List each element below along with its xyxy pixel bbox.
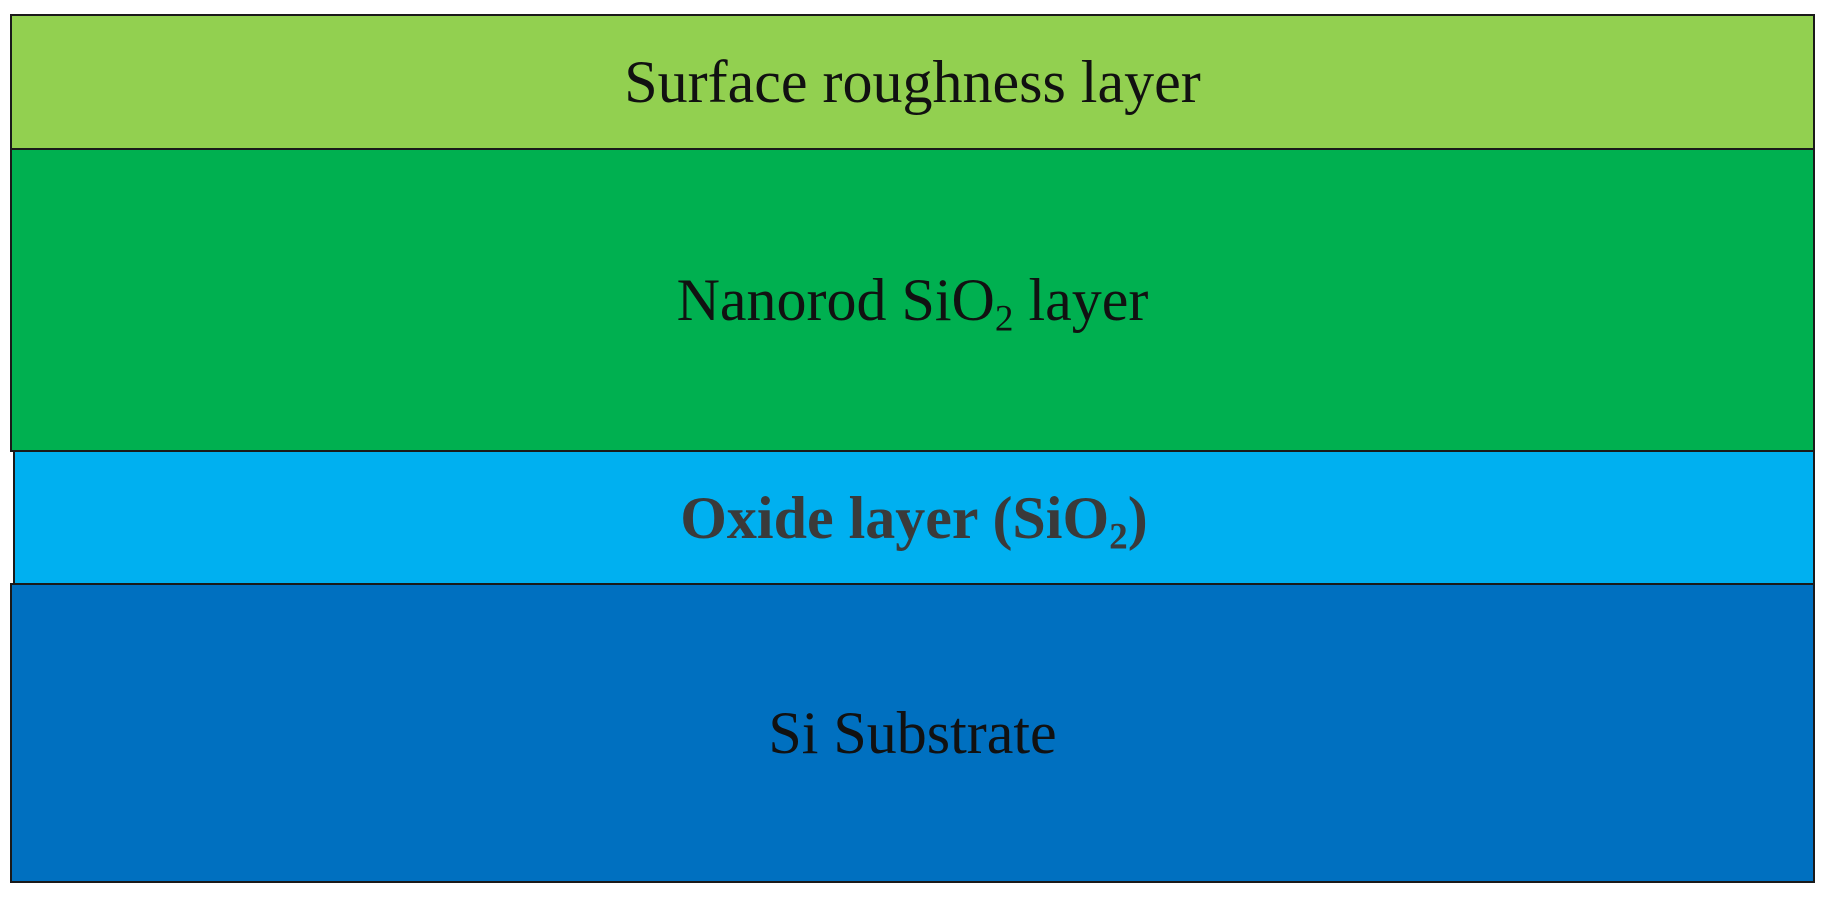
si-substrate-layer-label: Si Substrate <box>768 700 1057 766</box>
nanorod-sio2-layer-label: Nanorod SiO2 layer <box>676 267 1149 340</box>
surface-roughness-layer: Surface roughness layer <box>10 14 1815 150</box>
oxide-layer: Oxide layer (SiO2) <box>13 450 1815 585</box>
oxide-layer-label: Oxide layer (SiO2) <box>680 484 1148 557</box>
nanorod-sio2-layer: Nanorod SiO2 layer <box>10 148 1815 452</box>
surface-roughness-layer-label: Surface roughness layer <box>624 49 1201 115</box>
si-substrate-layer: Si Substrate <box>10 583 1815 883</box>
